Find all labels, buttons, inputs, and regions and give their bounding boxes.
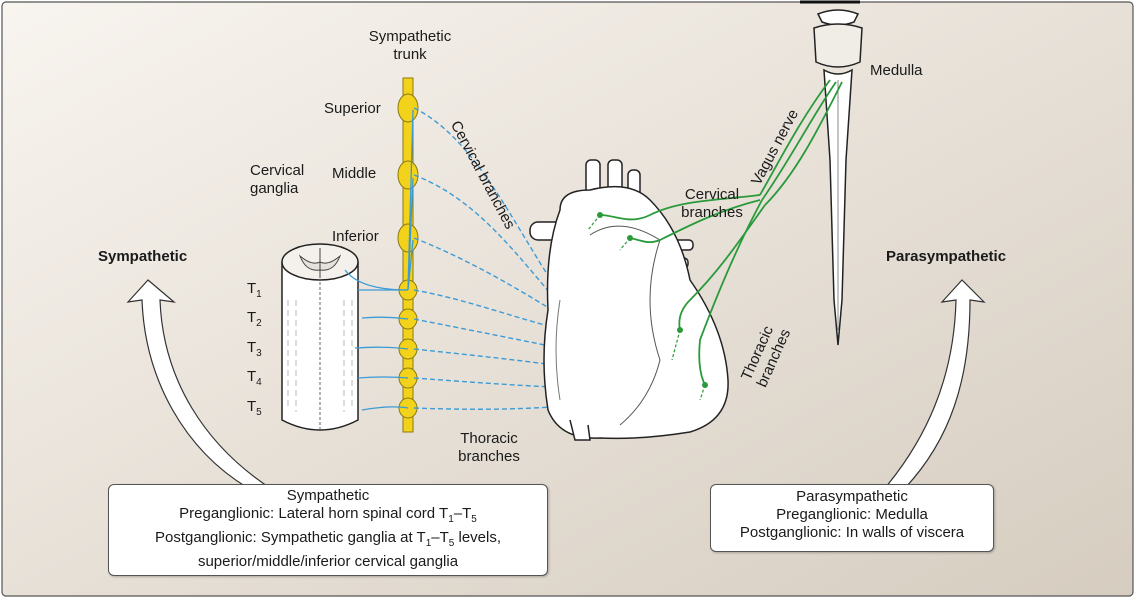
sympathetic-box-cervical: superior/middle/inferior cervical gangli… — [197, 553, 459, 570]
cervical-ganglia-label-line2: ganglia — [250, 180, 299, 197]
parasympathetic-heading: Parasympathetic — [886, 248, 1007, 265]
sympathetic-summary-box: Sympathetic Preganglionic: Lateral horn … — [108, 484, 548, 576]
parasympathetic-summary-box: Parasympathetic Preganglionic: Medulla P… — [710, 484, 994, 552]
superior-ganglion-label: Superior — [324, 100, 381, 117]
vagus-dashed-postganglionic — [587, 214, 706, 401]
cervical-branches-right-line2: branches — [681, 204, 743, 221]
cervical-ganglia-label: Cervical ganglia — [250, 162, 304, 198]
cervical-ganglia-label-line1: Cervical — [250, 162, 305, 179]
sympathetic-box-preganglionic: Preganglionic: Lateral horn spinal cord … — [179, 505, 477, 525]
parasympathetic-box-title: Parasympathetic — [796, 488, 908, 505]
parasympathetic-box-postganglionic: Postganglionic: In walls of viscera — [739, 524, 965, 541]
inferior-ganglion-label: Inferior — [332, 228, 379, 245]
sympathetic-heading: Sympathetic — [98, 248, 188, 265]
sympathetic-preganglionic-fibers — [344, 109, 414, 411]
thoracic-branches-left-line2: branches — [458, 448, 520, 465]
sympathetic-trunk-label-line2: trunk — [393, 46, 427, 63]
sympathetic-trunk-label: Sympathetic trunk — [369, 28, 452, 64]
medulla-label: Medulla — [870, 62, 923, 79]
parasympathetic-box-preganglionic: Preganglionic: Medulla — [776, 506, 928, 523]
sympathetic-box-postganglionic: Postganglionic: Sympathetic ganglia at T… — [154, 529, 502, 549]
heart — [529, 159, 729, 441]
vagus-fibers — [599, 79, 843, 386]
spinal-level-t1: T1 — [247, 280, 262, 300]
cervical-branches-right-line1: Cervical — [684, 186, 740, 203]
sympathetic-box-title: Sympathetic — [286, 487, 370, 504]
spinal-level-t3: T3 — [247, 339, 262, 359]
spinal-cord — [281, 243, 359, 431]
middle-ganglion-label: Middle — [332, 165, 377, 182]
spinal-level-t5: T5 — [247, 398, 262, 418]
cervical-branches-right-label: Cervical branches — [681, 186, 743, 222]
spinal-level-t4: T4 — [247, 368, 262, 388]
medulla — [813, 9, 863, 346]
thoracic-branches-left-line1: Thoracic — [460, 430, 518, 447]
thoracic-branches-left-label: Thoracic branches — [458, 430, 520, 466]
spinal-level-t2: T2 — [247, 309, 262, 329]
sympathetic-trunk-label-line1: Sympathetic — [368, 28, 452, 45]
